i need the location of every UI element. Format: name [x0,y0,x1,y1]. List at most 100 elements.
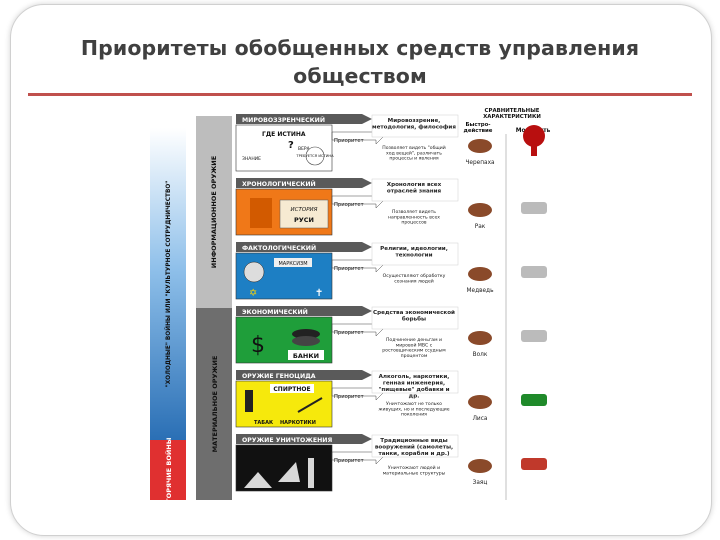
priority-label: Приоритет [334,202,364,208]
priority-header-text: ОРУЖИЕ УНИЧТОЖЕНИЯ [242,437,332,444]
priority-row-6: ОРУЖИЕ УНИЧТОЖЕНИЯПриоритет6Традиционные… [235,434,547,492]
coins-icon [292,329,320,339]
header-arrow [362,434,372,444]
animal-label: Черепаха [465,160,495,166]
description-box [371,242,459,266]
priority-label: Приоритет [334,266,364,272]
header-arrow [362,114,372,124]
priority-label: Приоритет [334,138,364,144]
bottle-icon [245,390,253,412]
priority-label: Приоритет [334,458,364,464]
hot-war-label: ГОРЯЧИЕ ВОЙНЫ [164,437,173,500]
hourglass-icon [250,198,272,228]
panel-caption-2: ТАБАК [254,420,274,426]
slide-frame [10,4,712,536]
description-box [371,178,459,202]
animal-label: Медведь [467,288,495,294]
priority-header-bar [236,242,362,252]
speed-header: Быстро-действие [464,122,493,134]
caption-plate [288,350,324,360]
priority-header-text: МИРОВОЗЗРЕНЧЕСКИЙ [242,115,325,124]
priority-row-4: ЭКОНОМИЧЕСКИЙ$БАНКИПриоритет4Средства эк… [235,306,547,364]
description-box [371,306,459,330]
title-underline [28,93,692,96]
bear-icon [468,267,492,281]
hot-war-band [150,440,186,500]
jet-icon [278,462,300,482]
priority-header-text: ХРОНОЛОГИЧЕСКИЙ [242,179,316,188]
priority-label: Приоритет [334,394,364,400]
priority-row-1: МИРОВОЗЗРЕНЧЕСКИЙ ГДЕ ИСТИНА ЗНАНИЕ ВЕРА ТРЕ… [235,114,545,172]
header-arrow [362,306,372,316]
caption-plate [274,258,312,267]
panel-caption-2: РУСИ [294,216,314,224]
animal-label: Заяц [473,480,488,486]
missile-icon [308,458,314,488]
description-box [371,114,459,138]
slide-title: Приоритеты обобщенных средств управления… [80,36,640,88]
money-bag-icon: $ [251,333,265,358]
priority-label: Приоритет [334,330,364,336]
priority-row-3: ФАКТОЛОГИЧЕСКИЙМАРКСИЗМ✡✝Приоритет3Религ… [235,242,547,300]
priority-description: Алкоголь, наркотики,генная инженерия,"пи… [378,374,449,399]
fox-icon [468,395,492,409]
scroll-icon [279,199,329,229]
priorities-infographic: "ХОЛОДНЫЕ" ВОЙНЫ ИЛИ "КУЛЬТУРНОЕ СОТРУДН… [150,108,570,502]
panel-caption-4: ТРЕБУЕТСЯ ИСТИНА [295,154,334,158]
panel-caption: БАНКИ [293,352,319,360]
truth-bubble [305,146,325,166]
description-box [371,434,459,458]
tank-icon [244,472,272,488]
wolf-icon [468,331,492,345]
question-mark-icon: ? [288,140,294,151]
header-arrow [362,242,372,252]
archer-icon [521,458,547,470]
header-arrow [362,178,372,188]
material-weapon-label: МАТЕРИАЛЬНОЕ ОРУЖИЕ [211,356,219,453]
info-weapon-band [196,116,232,308]
caption-plate [270,384,314,393]
syringe-icon [297,397,323,413]
animal-label: Волк [473,352,488,358]
panel-caption-3: НАРКОТИКИ [280,420,316,426]
panel-caption: СПИРТНОЕ [273,386,310,393]
nuclear-explosion-icon [523,125,545,147]
priority-header-bar [236,370,362,380]
explosion-stem [531,144,537,156]
fighter-jet-icon [521,202,547,214]
animal-label: Лиса [473,416,488,422]
material-weapon-band [196,308,232,500]
priority-header-text: ФАКТОЛОГИЧЕСКИЙ [242,243,316,252]
priority-row-2: ХРОНОЛОГИЧЕСКИЙИСТОРИЯРУСИПриоритет2Хрон… [235,178,547,236]
priority-description: Религии, идеологии,технологии [380,246,448,258]
cold-war-band [150,128,186,440]
panel-caption: ГДЕ ИСТИНА [262,131,306,138]
cannon-icon [521,330,547,342]
priority-header-bar [236,114,362,124]
priority-header-text: ОРУЖИЕ ГЕНОЦИДА [242,373,316,380]
cross-icon: ✝ [315,288,323,299]
priority-header-bar [236,434,362,444]
panel-caption: МАРКСИЗМ [278,261,307,267]
priority-header-text: ЭКОНОМИЧЕСКИЙ [242,307,308,316]
panel-caption-3: ВЕРА [298,146,311,152]
priority-header-bar [236,306,362,316]
priority-row-5: ОРУЖИЕ ГЕНОЦИДА СПИРТНОЕ ТАБАК НАРКОТИКИ При… [235,370,547,428]
hare-icon [468,459,492,473]
priority-header-bar [236,178,362,188]
tank-icon [521,266,547,278]
soldier-icon [521,394,547,406]
panel-caption-2: ЗНАНИЕ [242,156,261,162]
turtle-icon [468,139,492,153]
star-of-david-icon: ✡ [249,288,257,299]
animal-label: Рак [475,224,486,230]
